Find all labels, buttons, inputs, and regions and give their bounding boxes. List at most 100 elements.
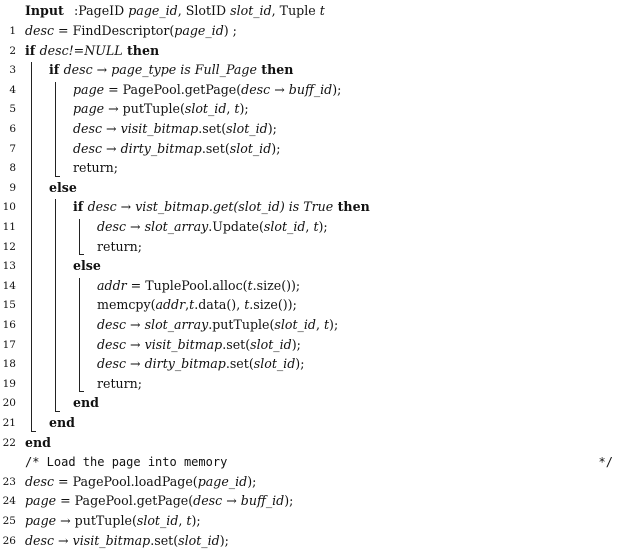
block-bar (55, 81, 56, 176)
code-token: = FindDescriptor( (54, 23, 175, 38)
code-text: desc → visit_bitmap.set(slot_id); (25, 532, 229, 550)
code-token: if (73, 199, 88, 215)
code-token: → (126, 317, 145, 332)
code-token: addr (97, 277, 127, 293)
code-text: memcpy(addr,t.data(), t.size()); (97, 296, 297, 314)
line-number: 16 (2, 319, 16, 331)
code-token: t (247, 277, 253, 293)
line-number: 24 (2, 495, 16, 508)
code-token: desc (241, 81, 271, 97)
line-number: 14 (2, 279, 16, 292)
code-token: desc (193, 493, 223, 509)
code-token: → (270, 81, 289, 97)
code-token: then (256, 62, 294, 78)
code-line-8: 8 return; (0, 159, 623, 177)
input-param-name: t (319, 3, 325, 18)
code-token: t (186, 513, 192, 528)
code-token: ); (191, 513, 201, 528)
code-text: desc → dirty_bitmap.set(slot_id); (97, 355, 304, 373)
code-token: → (102, 121, 121, 136)
line-number: 25 (2, 515, 16, 527)
line-number: 22 (2, 436, 16, 449)
block-bar (79, 277, 80, 392)
code-line-14: 14 addr = TuplePool.alloc(t.size()); (0, 277, 623, 295)
code-token: desc (97, 219, 127, 234)
block-bar-cap (79, 254, 84, 256)
code-token: ) ; (223, 23, 237, 38)
code-token: ); (284, 493, 294, 509)
code-token: page (25, 513, 57, 528)
code-token: page (73, 81, 105, 97)
code-token: memcpy( (97, 297, 156, 313)
code-text: if desc → vist_bitmap.get(slot_id) is Tr… (73, 198, 370, 216)
code-text: if desc!=NULL then (25, 42, 159, 60)
line-number: 23 (2, 475, 16, 488)
code-text: if desc → page_type is Full_Page then (49, 61, 293, 79)
code-token: buff_id (240, 493, 285, 509)
block-bar (31, 62, 32, 431)
input-param-name: page_id (128, 3, 178, 18)
code-token: is Full_Page (176, 62, 257, 78)
code-token: → (126, 356, 145, 372)
input-param-name: slot_id (230, 3, 272, 18)
code-token: ); (318, 219, 328, 234)
code-token: slot_id (263, 219, 306, 234)
code-token: t (234, 101, 240, 117)
code-token: end (25, 434, 51, 450)
code-token: desc (97, 317, 127, 332)
block-bar-cap (31, 430, 36, 432)
code-token: = TuplePool.alloc( (126, 277, 248, 293)
code-token: = PagePool.getPage( (56, 493, 194, 509)
code-token: .Update( (208, 219, 264, 234)
line-number: 5 (9, 103, 16, 116)
code-text: desc → dirty_bitmap.set(slot_id); (73, 140, 280, 158)
code-token: .set( (222, 336, 251, 352)
code-token: end (49, 415, 75, 430)
code-token: → putTuple( (104, 101, 185, 117)
code-token: /* Load the page into memory (25, 455, 228, 470)
code-text: return; (97, 238, 142, 256)
line-number: 12 (2, 240, 16, 253)
code-text: else (49, 179, 77, 197)
code-text: page → putTuple(slot_id, t); (73, 100, 249, 118)
code-text: addr = TuplePool.alloc(t.size()); (97, 277, 300, 295)
code-token: → (92, 62, 112, 78)
code-token: .putTuple( (208, 317, 275, 332)
code-text: desc → visit_bitmap.set(slot_id); (97, 336, 301, 354)
code-token: , (178, 513, 187, 528)
code-token: return; (73, 160, 119, 176)
code-text: page → putTuple(slot_id, t); (25, 512, 201, 530)
code-token: page (25, 493, 57, 509)
code-token: .set( (201, 140, 230, 156)
code-token: slot_array (144, 317, 209, 332)
code-token: → (126, 336, 145, 352)
code-token: dirty_bitmap (144, 356, 226, 372)
code-token: return; (97, 375, 143, 391)
code-token: , (185, 297, 190, 313)
line-number: 9 (9, 181, 16, 194)
code-token: then (333, 199, 370, 215)
line-number: 4 (9, 83, 16, 96)
input-param-prefix: , Tuple (271, 3, 320, 18)
code-token: slot_id (226, 121, 268, 136)
line-number: 8 (9, 162, 16, 175)
line-number: 3 (9, 64, 16, 77)
code-token: return; (97, 238, 143, 254)
input-param-prefix: :PageID (74, 3, 129, 18)
code-token: ); (291, 336, 301, 352)
block-bar-cap (79, 391, 84, 393)
code-token: desc (25, 532, 55, 548)
code-token: page_id (197, 473, 248, 489)
code-text: return; (97, 375, 142, 393)
code-token: desc (97, 336, 127, 352)
code-text: desc → visit_bitmap.set(slot_id); (73, 120, 277, 138)
code-token: , (315, 317, 324, 332)
